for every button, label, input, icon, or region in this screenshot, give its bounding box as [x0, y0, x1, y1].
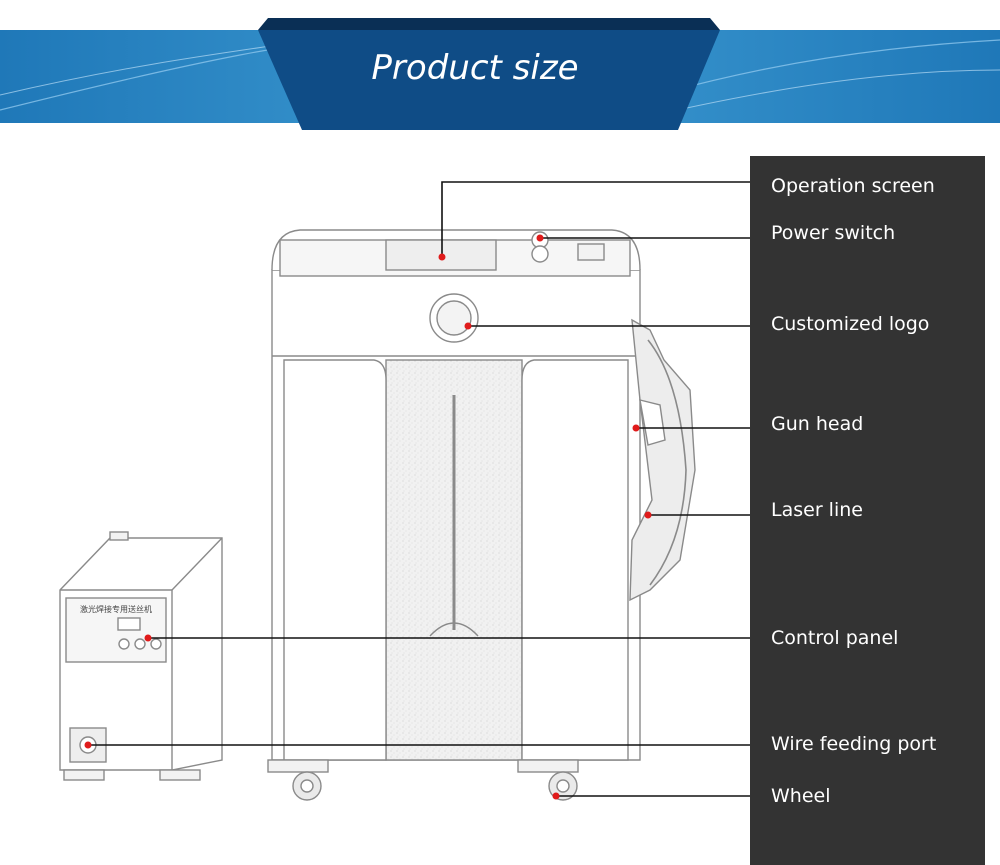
label-operation-screen: Operation screen: [771, 175, 935, 197]
marker-operation-screen: [438, 253, 446, 261]
label-panel: [750, 156, 985, 865]
page-title: Product size: [371, 48, 579, 88]
marker-wheel: [552, 792, 560, 800]
marker-power-switch: [536, 234, 544, 242]
wire-feeder-chinese-label: 激光焊接专用送丝机: [80, 604, 152, 614]
label-power-switch: Power switch: [771, 222, 896, 244]
label-gun-head: Gun head: [771, 413, 864, 435]
label-customized-logo: Customized logo: [771, 313, 930, 335]
marker-wire-feeding-port: [84, 741, 92, 749]
marker-control-panel: [144, 634, 152, 642]
marker-laser-line: [644, 511, 652, 519]
callout-markers: [84, 234, 652, 800]
marker-gun-head: [632, 424, 640, 432]
label-laser-line: Laser line: [771, 499, 863, 521]
main-machine: [267, 229, 696, 801]
label-wheel: Wheel: [771, 785, 831, 807]
leader-lines: [88, 181, 750, 797]
wire-feeder-unit: [59, 531, 223, 781]
label-control-panel: Control panel: [771, 627, 899, 649]
header-banner: [0, 18, 1000, 130]
label-wire-feeding-port: Wire feeding port: [771, 733, 937, 755]
marker-customized-logo: [464, 322, 472, 330]
